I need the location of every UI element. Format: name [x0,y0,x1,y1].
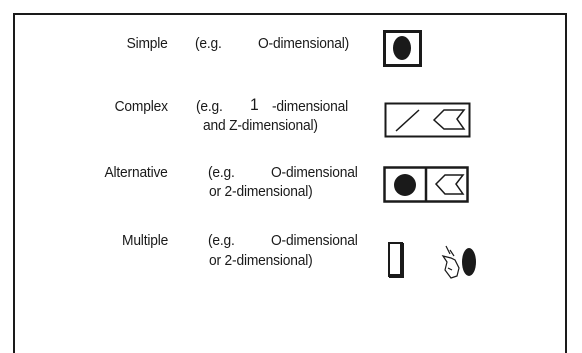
label-simple: Simple [126,35,168,52]
document-shadow [389,243,404,278]
example-number-complex: 1 [250,95,259,114]
example-prefix-multiple: (e.g. [208,232,235,249]
diagram-frame [13,13,567,353]
point-dot-icon [394,174,416,196]
label-alternative: Alternative [104,164,168,181]
example-prefix-complex: (e.g. [196,98,223,115]
example-text-complex: -dimensional [272,98,349,115]
point-dot-icon [393,36,411,60]
complex-symbol [384,102,471,138]
example-prefix-alternative: (e.g. [208,164,235,181]
symbol-box [384,102,471,138]
polygon-icon [432,109,466,130]
simple-symbol [383,30,422,67]
example-line2-multiple: or 2-dimensional) [209,252,313,269]
multiple-symbol [388,242,476,279]
label-complex: Complex [114,98,168,115]
line-icon [395,109,420,132]
alternative-symbol [383,166,469,203]
example-text-alternative: O-dimensional [271,164,358,181]
point-dot-icon [462,248,476,276]
example-line2-complex: and Z-dimensional) [203,117,318,134]
hand-pointer-icon [441,245,460,279]
example-prefix-simple: (e.g. [195,35,222,52]
polygon-icon [434,174,465,195]
example-text-multiple: O-dimensional [271,232,358,249]
label-multiple: Multiple [121,232,168,249]
symbol-box [383,30,422,67]
example-line2-alternative: or 2-dimensional) [209,183,313,200]
example-text-simple: O-dimensional) [258,35,349,52]
